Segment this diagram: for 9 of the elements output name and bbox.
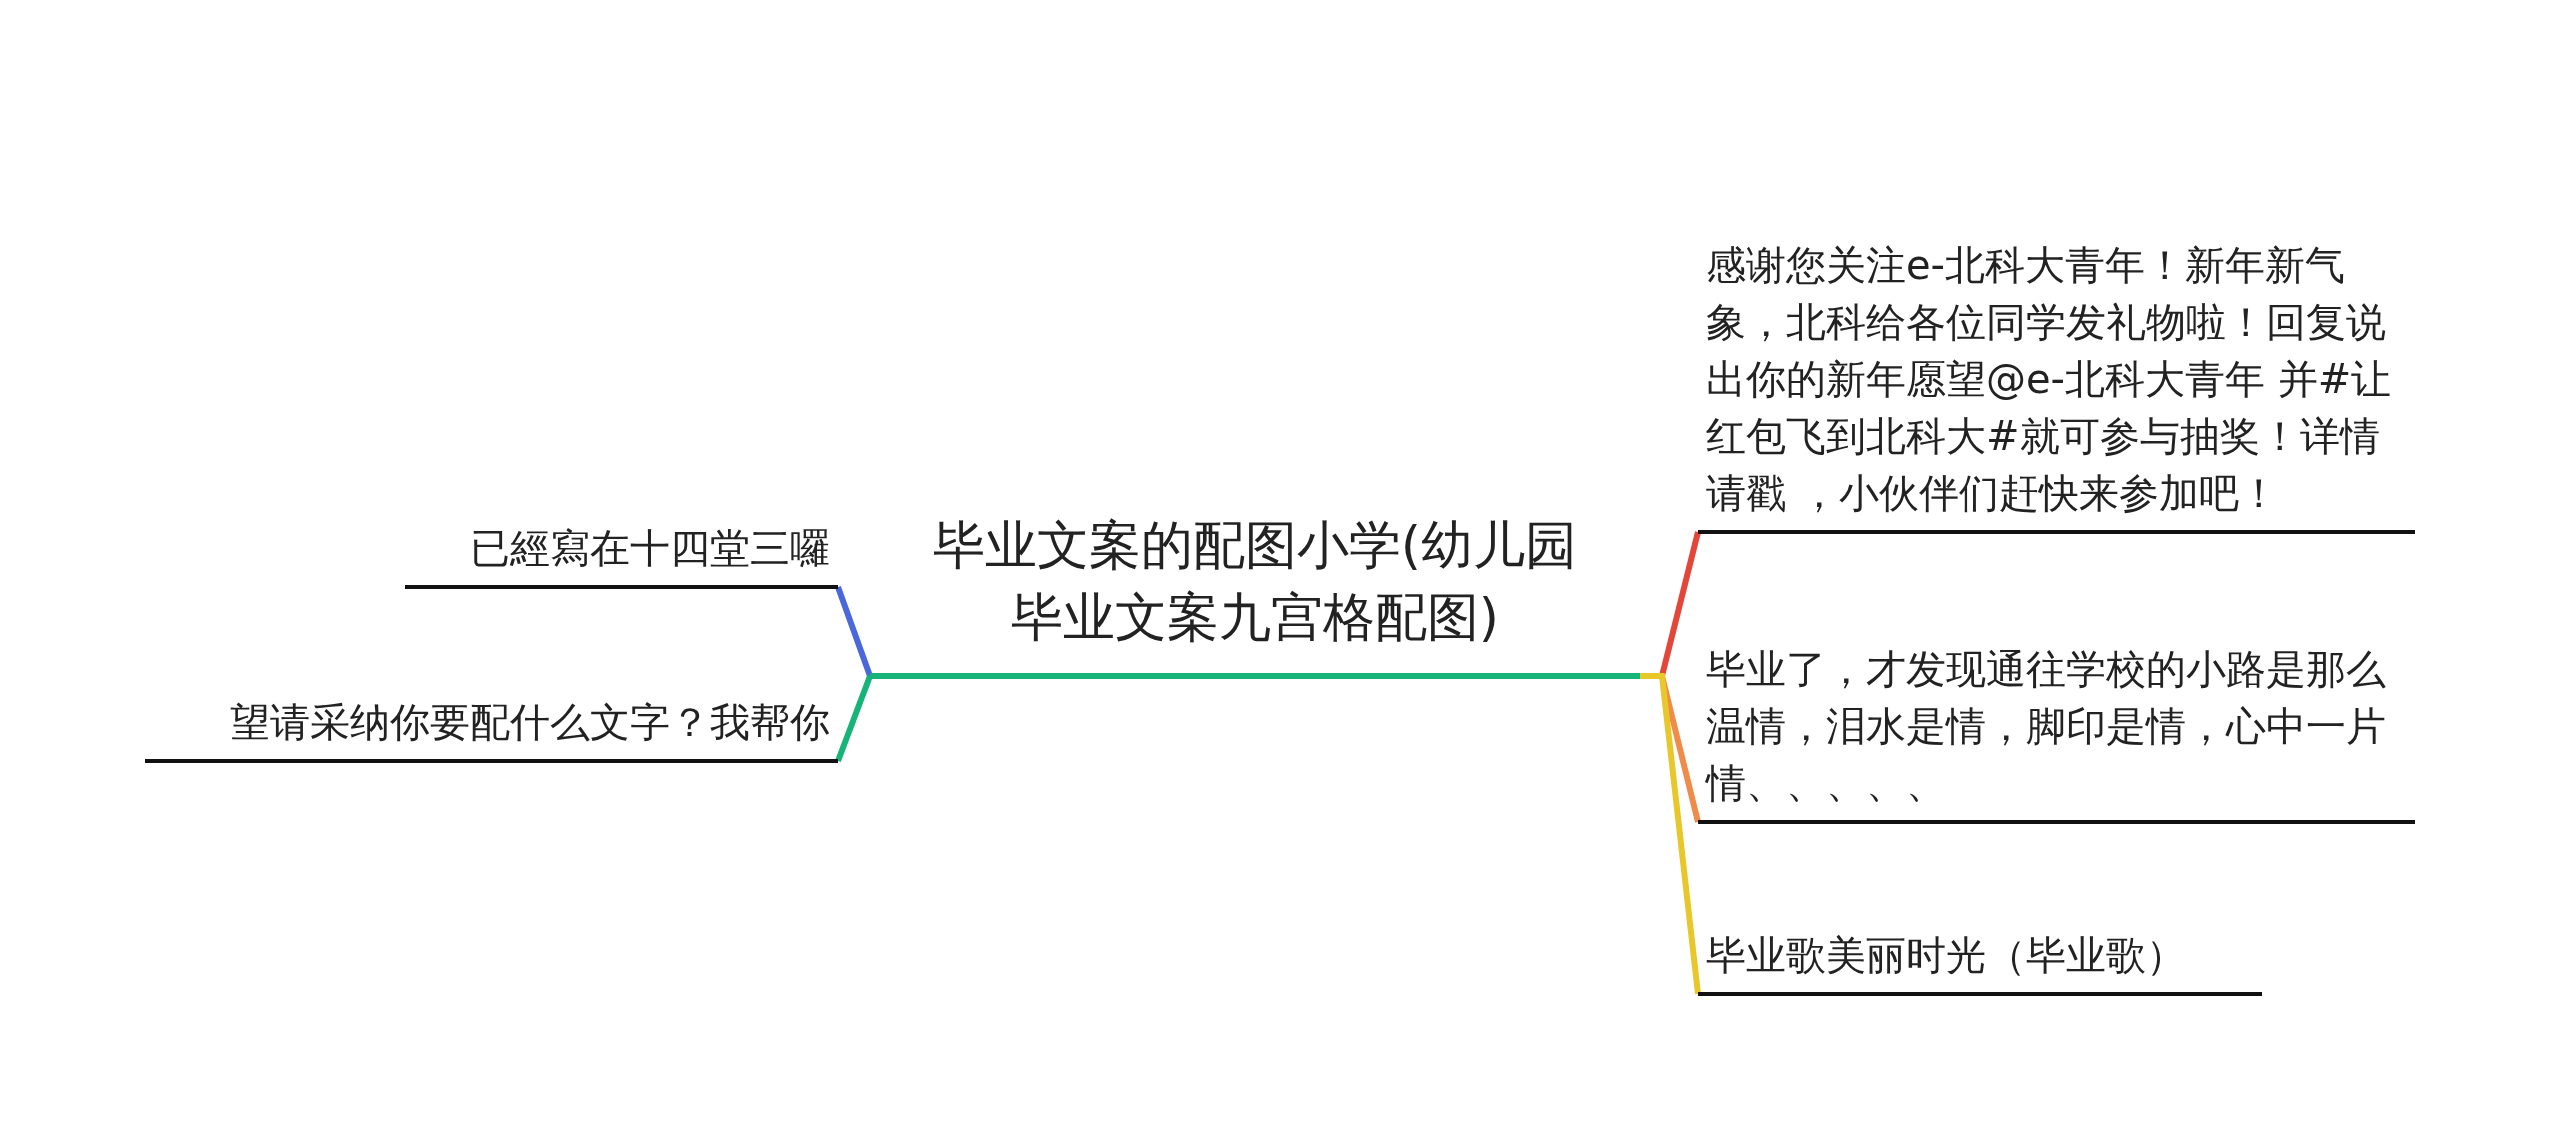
- topic-text: 已經寫在十四堂三囉: [469, 524, 831, 573]
- topic-text: 毕业歌美丽时光（毕业歌）: [1705, 931, 2187, 980]
- topic-text: 毕业了，才发现通往学校的小路是那么温情，泪水是情，脚印是情，心中一片情、、、、、: [1704, 645, 2387, 808]
- branch-connector: [835, 586, 873, 677]
- topic-text: 感谢您关注e-北科大青年！新年新气象，北科给各位同学发礼物啦！回复说出你的新年愿望@e-北科大青年 并#让红包飞到北科大#就可参与抽奖！详情请戳 ，小伙伴们赶快来参加吧！: [1705, 241, 2393, 518]
- topic-text: 望请采纳你要配什么文字？我帮你: [229, 698, 831, 747]
- branch-connector: [835, 674, 873, 763]
- topic-title: 毕业文案的配图小学(幼儿园毕业文案九宫格配图): [931, 514, 1579, 649]
- branch-connector: [1640, 673, 1701, 995]
